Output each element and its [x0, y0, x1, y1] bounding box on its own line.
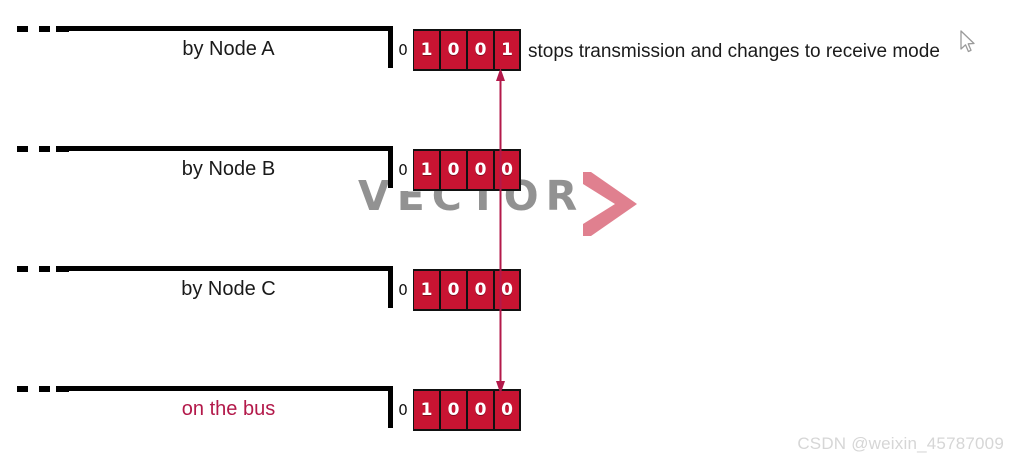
bit-cell: 0 — [467, 29, 494, 71]
dash-segment — [17, 266, 28, 272]
signal-falling-edge — [388, 26, 393, 68]
row-label-on-the-bus: on the bus — [181, 398, 276, 420]
lead-bit-cell: 0 — [393, 149, 413, 191]
mouse-pointer-icon — [960, 30, 975, 53]
bit-cell: 0 — [494, 149, 521, 191]
transmission-note: stops transmission and changes to receiv… — [528, 41, 940, 62]
signal-high-line — [69, 386, 388, 391]
bit-cell: 1 — [413, 29, 440, 71]
dash-segment — [39, 386, 50, 392]
signal-high-line — [69, 146, 388, 151]
leading-dashes — [17, 26, 69, 32]
bit-cell: 1 — [413, 149, 440, 191]
dash-segment — [56, 146, 69, 152]
bidirectional-sync-arrow — [496, 68, 505, 394]
bit-cell: 0 — [440, 149, 467, 191]
chevron-right-icon — [583, 172, 637, 236]
signal-high-line — [69, 266, 388, 271]
dash-segment — [56, 26, 69, 32]
signal-falling-edge — [388, 386, 393, 428]
bit-cell: 0 — [494, 389, 521, 431]
bit-cell: 0 — [440, 269, 467, 311]
dash-segment — [39, 26, 50, 32]
leading-dashes — [17, 146, 69, 152]
bit-cell: 1 — [413, 389, 440, 431]
bit-cell: 0 — [467, 269, 494, 311]
bit-cell: 0 — [467, 389, 494, 431]
dash-segment — [56, 266, 69, 272]
bit-cell: 1 — [494, 29, 521, 71]
bit-cell: 1 — [413, 269, 440, 311]
bit-cell: 0 — [440, 29, 467, 71]
dash-segment — [17, 26, 28, 32]
signal-falling-edge — [388, 266, 393, 308]
signal-high-line — [69, 26, 388, 31]
dash-segment — [17, 146, 28, 152]
bit-cell: 0 — [440, 389, 467, 431]
row-label-node-b: by Node B — [181, 158, 276, 180]
row-label-node-c: by Node C — [181, 278, 276, 300]
dash-segment — [56, 386, 69, 392]
leading-dashes — [17, 386, 69, 392]
bit-cell: 0 — [494, 269, 521, 311]
dash-segment — [17, 386, 28, 392]
signal-falling-edge — [388, 146, 393, 188]
leading-dashes — [17, 266, 69, 272]
row-label-node-a: by Node A — [182, 38, 275, 60]
lead-bit-cell: 0 — [393, 29, 413, 71]
dash-segment — [39, 146, 50, 152]
lead-bit-cell: 0 — [393, 269, 413, 311]
lead-bit-cell: 0 — [393, 389, 413, 431]
csdn-watermark: CSDN @weixin_45787009 — [797, 434, 1004, 453]
bit-cell: 0 — [467, 149, 494, 191]
dash-segment — [39, 266, 50, 272]
